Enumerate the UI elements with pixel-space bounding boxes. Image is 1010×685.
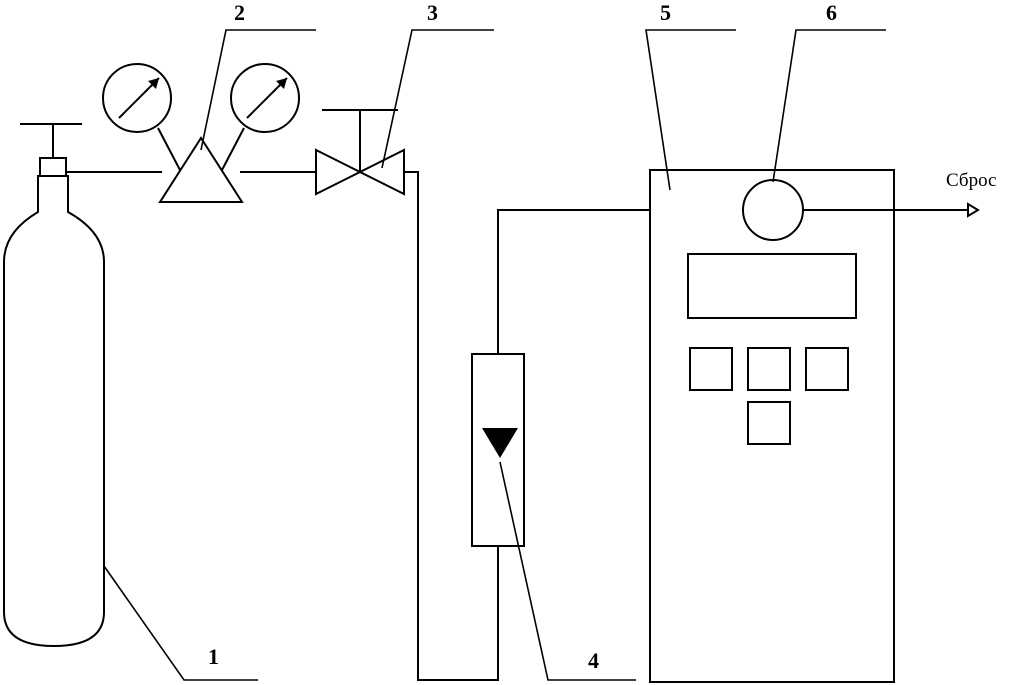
analyzer-button-2 — [747, 347, 791, 391]
cylinder-body — [3, 175, 105, 648]
label-analyzer: 5 — [660, 0, 671, 25]
leader-5 — [645, 29, 736, 191]
inlet-gauge-icon — [102, 63, 172, 133]
leader-3 — [381, 29, 494, 169]
pipe-valve-flowmeter — [404, 171, 499, 681]
leader-6 — [772, 29, 886, 183]
cylinder-neck — [39, 157, 67, 177]
label-flowmeter: 4 — [588, 648, 599, 673]
label-sensor: 6 — [826, 0, 837, 25]
flowmeter-float-icon — [482, 428, 518, 458]
gas-cylinder — [3, 123, 105, 648]
pressure-reducer — [102, 63, 300, 203]
leader-2 — [200, 29, 316, 151]
outlet-arrow-icon — [967, 202, 980, 218]
analyzer-button-3 — [805, 347, 849, 391]
gauge-left-stem — [157, 127, 181, 171]
reducer-triangle — [158, 136, 244, 203]
label-cylinder: 1 — [208, 644, 219, 669]
label-valve: 3 — [427, 0, 438, 25]
outlet-label: Сброс — [946, 170, 996, 191]
valve-right — [357, 148, 405, 196]
leader-4 — [499, 461, 636, 681]
outlet-gauge-icon — [230, 63, 300, 133]
analyzer-display — [687, 253, 857, 319]
label-reducer: 2 — [234, 0, 245, 25]
gas-analyzer — [649, 169, 895, 683]
gauge-right-stem — [221, 127, 245, 171]
sensor-cell — [742, 179, 804, 241]
valve-left — [315, 148, 363, 196]
analyzer-button-4 — [747, 401, 791, 445]
leader-1 — [103, 565, 258, 681]
needle-valve — [315, 109, 405, 196]
flowmeter-rotameter — [471, 353, 525, 547]
leader-lines — [103, 29, 886, 681]
analyzer-button-1 — [689, 347, 733, 391]
